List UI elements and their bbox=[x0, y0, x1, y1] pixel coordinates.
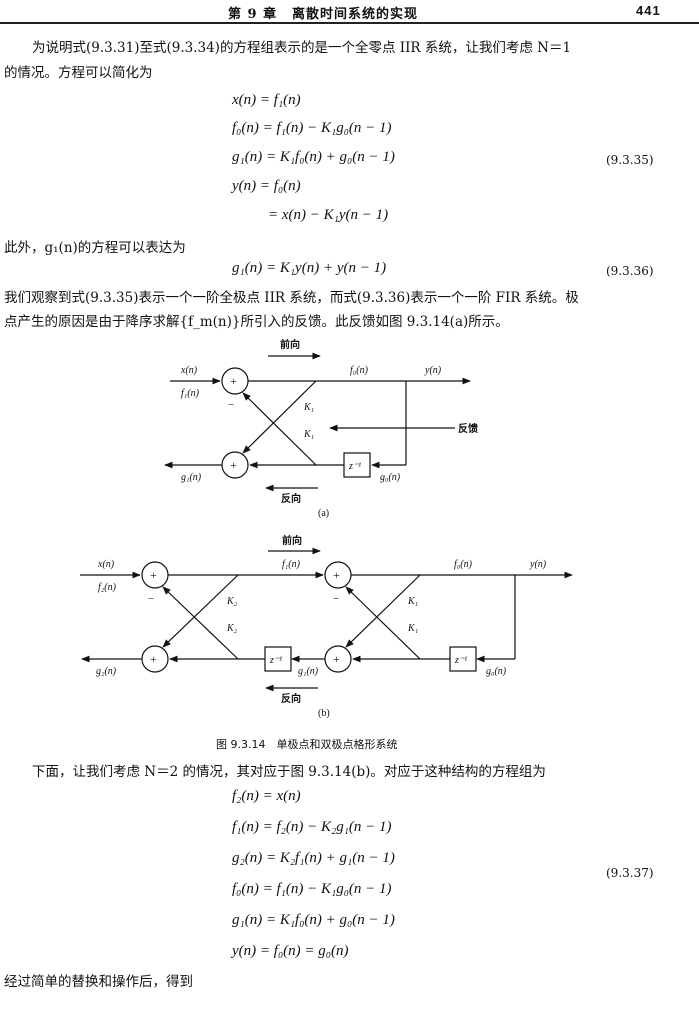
figure-a-adder-top-plus: + bbox=[230, 374, 237, 388]
figure-b-k1-bottom-label: K₁ bbox=[407, 623, 418, 634]
chapter-title: 离散时间系统的实现 bbox=[292, 7, 419, 22]
equation-35-line-2: f₀(n) = f₁(n) − K₁g₀(n − 1) bbox=[232, 120, 392, 136]
figure-a-adder-bottom-plus: + bbox=[230, 458, 237, 472]
figure-b-adder-4-plus: + bbox=[333, 652, 340, 666]
paragraph-1-line-2: 的情况。方程可以简化为 bbox=[4, 65, 153, 81]
figure-b-adder-1-plus: + bbox=[150, 568, 157, 582]
figure-a-forward-label: 前向 bbox=[280, 338, 300, 351]
figure-b-cross-k1-top bbox=[345, 586, 421, 660]
paragraph-5: 经过简单的替换和操作后，得到 bbox=[4, 974, 193, 990]
figure-b-f1-label: f₁(n) bbox=[282, 559, 301, 570]
figure-a-f0-label: f₀(n) bbox=[350, 365, 369, 376]
equation-35-line-1: x(n) = f₁(n) bbox=[232, 92, 301, 108]
figure-b-minus-2: − bbox=[333, 593, 339, 605]
figure-b-k2-bottom-label: K₂ bbox=[226, 623, 238, 634]
figure-b-adder-2-plus: + bbox=[333, 568, 340, 582]
chapter-label: 第 9 章 bbox=[228, 7, 278, 22]
figure-a-feedback-label: 反馈 bbox=[458, 422, 478, 435]
figure-a-g1-label: g₁(n) bbox=[181, 472, 202, 483]
paragraph-3-line-2: 点产生的原因是由于降序求解{f_m(n)}所引入的反馈。此反馈如图 9.3.14… bbox=[4, 314, 509, 330]
equation-35-line-5: = x(n) − K₁y(n − 1) bbox=[268, 207, 389, 223]
paragraph-2: 此外，g₁(n)的方程可以表达为 bbox=[4, 240, 186, 256]
figure-a-g0-label: g₀(n) bbox=[380, 472, 401, 483]
figure-b-forward-label: 前向 bbox=[282, 534, 302, 547]
figure-b-diagram: 前向 + − + − z⁻¹ + z⁻¹ + x(n) f₂(n) f₁(n) … bbox=[80, 534, 573, 719]
equation-number-37: (9.3.37) bbox=[606, 866, 654, 880]
equation-37-line-6: y(n) = f₀(n) = g₀(n) bbox=[232, 943, 349, 959]
figure-b-minus-1: − bbox=[148, 593, 154, 605]
equation-37-line-1: f₂(n) = x(n) bbox=[232, 788, 301, 804]
figure-a-y-label: y(n) bbox=[424, 365, 442, 376]
figure-b-sublabel: (b) bbox=[318, 708, 330, 719]
figure-b-g1-label: g₁(n) bbox=[298, 666, 319, 677]
figure-b-cross-k2-top bbox=[162, 586, 239, 660]
figure-b-k1-top-label: K₁ bbox=[407, 596, 418, 607]
figure-a-sublabel: (a) bbox=[318, 508, 329, 519]
figure-b-delay-1-label: z⁻¹ bbox=[269, 655, 282, 666]
equation-35-line-4: y(n) = f₀(n) bbox=[232, 178, 301, 194]
lattice-figure: 前向 + − z⁻¹ + x(n) f₁(n) f₀(n) y(n) K₁ K₁… bbox=[80, 338, 573, 751]
header-rule bbox=[0, 22, 699, 24]
equation-37-line-3: g₂(n) = K₂f₁(n) + g₁(n − 1) bbox=[232, 850, 395, 866]
figure-a-f1-label: f₁(n) bbox=[181, 388, 200, 399]
figure-b-y-label: y(n) bbox=[529, 559, 547, 570]
figure-b-backward-label: 反向 bbox=[281, 692, 301, 705]
figure-b-f0-label: f₀(n) bbox=[454, 559, 473, 570]
equation-37-line-4: f₀(n) = f₁(n) − K₁g₀(n − 1) bbox=[232, 881, 392, 897]
equation-37-line-2: f₁(n) = f₂(n) − K₂g₁(n − 1) bbox=[232, 819, 392, 835]
equation-number-35: (9.3.35) bbox=[606, 153, 654, 167]
paragraph-4: 下面，让我们考虑 N＝2 的情况，其对应于图 9.3.14(b)。对应于这种结构… bbox=[32, 764, 546, 780]
equation-37-line-5: g₁(n) = K₁f₀(n) + g₀(n − 1) bbox=[232, 912, 395, 928]
figure-b-delay-2-label: z⁻¹ bbox=[454, 655, 467, 666]
figure-b-x-label: x(n) bbox=[97, 559, 115, 570]
figure-caption: 图 9.3.14 单极点和双极点格形系统 bbox=[216, 737, 397, 751]
figure-b-g0-label: g₀(n) bbox=[486, 666, 507, 677]
figure-b-adder-3-plus: + bbox=[150, 652, 157, 666]
equation-number-36: (9.3.36) bbox=[606, 264, 654, 278]
figure-a-minus-sign: − bbox=[228, 399, 234, 411]
figure-b-k2-top-label: K₂ bbox=[226, 596, 238, 607]
figure-a-k1-bottom-label: K₁ bbox=[303, 429, 314, 440]
paragraph-1-line-1: 为说明式(9.3.31)至式(9.3.34)的方程组表示的是一个全零点 IIR … bbox=[32, 40, 572, 56]
figure-a-k1-top-label: K₁ bbox=[303, 402, 314, 413]
paragraph-3-line-1: 我们观察到式(9.3.35)表示一个一阶全极点 IIR 系统，而式(9.3.36… bbox=[4, 290, 579, 306]
figure-a-cross-k1-top bbox=[242, 392, 317, 466]
figure-b-f2-label: f₂(n) bbox=[98, 582, 117, 593]
equation-36: g₁(n) = K₁y(n) + y(n − 1) bbox=[232, 260, 387, 276]
figure-a-backward-label: 反向 bbox=[281, 492, 301, 505]
figure-a-delay-label: z⁻¹ bbox=[348, 461, 361, 472]
figure-a-diagram: 前向 + − z⁻¹ + x(n) f₁(n) f₀(n) y(n) K₁ K₁… bbox=[164, 338, 478, 519]
figure-a-x-label: x(n) bbox=[180, 365, 198, 376]
figure-b-g2-label: g₂(n) bbox=[96, 666, 117, 677]
figure-b-cross-k2-bottom bbox=[162, 574, 239, 648]
figure-b-cross-k1-bottom bbox=[345, 574, 421, 648]
page-number: 441 bbox=[636, 3, 661, 18]
equation-35-line-3: g₁(n) = K₁f₀(n) + g₀(n − 1) bbox=[232, 149, 395, 165]
figure-a-cross-k1-bottom bbox=[242, 380, 317, 454]
